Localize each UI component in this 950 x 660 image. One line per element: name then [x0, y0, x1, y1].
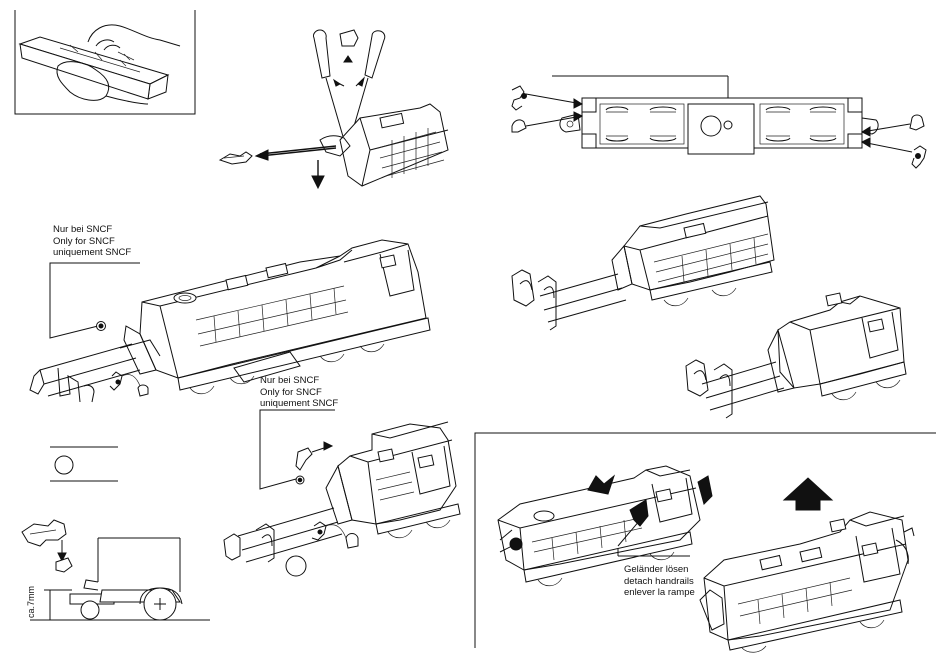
handrail-note-fr: enlever la rampe [624, 587, 695, 599]
screwdriver-removal-illustration [220, 30, 448, 188]
symbol-legend [50, 447, 118, 481]
handrail-note-de: Geländer lösen [624, 564, 695, 576]
sncf-note-1-en: Only for SNCF [53, 236, 131, 248]
locomotive-sncf-part-illustration-2 [224, 410, 460, 576]
coupler-height-illustration [22, 520, 210, 620]
sncf-note-1-de: Nur bei SNCF [53, 224, 131, 236]
sncf-note-2-en: Only for SNCF [260, 387, 338, 399]
height-label: ca.7mm [26, 578, 40, 618]
sncf-note-1: Nur bei SNCF Only for SNCF uniquement SN… [53, 224, 131, 259]
locomotive-sncf-part-illustration [30, 240, 430, 402]
housing-removal-illustration [498, 466, 914, 652]
sncf-note-2-de: Nur bei SNCF [260, 375, 338, 387]
handrail-note-en: detach handrails [624, 576, 695, 588]
sncf-note-2-fr: uniquement SNCF [260, 398, 338, 410]
underside-coupler-illustration [512, 76, 926, 168]
sncf-note-1-fr: uniquement SNCF [53, 247, 131, 259]
sncf-note-2: Nur bei SNCF Only for SNCF uniquement SN… [260, 375, 338, 410]
locomotive-handrail-illustration [512, 196, 906, 418]
box-handling-illustration [20, 25, 180, 104]
handrail-note: Geländer lösen detach handrails enlever … [624, 564, 695, 599]
